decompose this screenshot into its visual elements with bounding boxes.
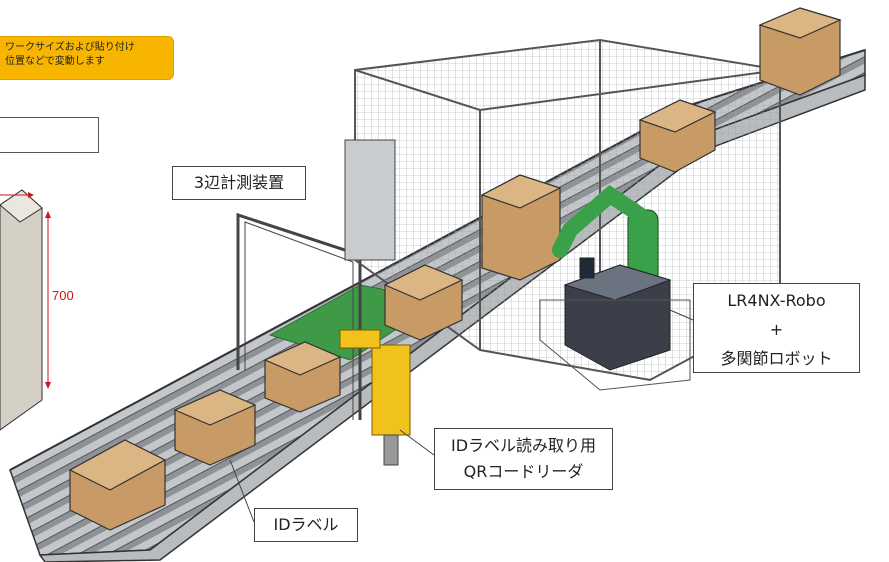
variation-note: ワークサイズおよび貼り付け 位置などで変動します (0, 36, 174, 80)
note-line-1: ワークサイズおよび貼り付け (5, 42, 135, 53)
cardboard-boxes (68, 7, 842, 531)
label-qr-reader: IDラベル読み取り用 QRコードリーダ (434, 428, 613, 490)
label-robot-system: LR4NX-Robo + 多関節ロボット (693, 283, 860, 373)
box-2 (173, 389, 257, 466)
box-7 (758, 7, 842, 96)
product-box-dimension-view (0, 189, 51, 431)
note-line-2: 位置などで変動します (5, 56, 105, 67)
empty-label-box (0, 117, 99, 153)
label-id-label: IDラベル (254, 508, 358, 542)
box-1 (68, 439, 167, 531)
qr-code-reader (339, 329, 411, 466)
reader-line-1: IDラベル読み取り用 (450, 436, 597, 455)
robot-line-2: + (769, 320, 784, 339)
box-5 (480, 174, 562, 281)
label-measurement-device: 3辺計測装置 (172, 166, 306, 200)
dimension-label: 700 (52, 288, 74, 303)
robot-line-1: LR4NX-Robo (727, 291, 826, 310)
box-3 (263, 341, 342, 413)
label-printer-unit (539, 257, 691, 391)
id-label-text: IDラベル (273, 515, 339, 534)
robot-line-3: 多関節ロボット (720, 349, 833, 368)
box-6 (638, 99, 717, 173)
box-4 (383, 264, 464, 341)
reader-line-2: QRコードリーダ (463, 462, 584, 481)
measurement-device-text: 3辺計測装置 (193, 173, 285, 192)
leader-lines (229, 309, 694, 523)
